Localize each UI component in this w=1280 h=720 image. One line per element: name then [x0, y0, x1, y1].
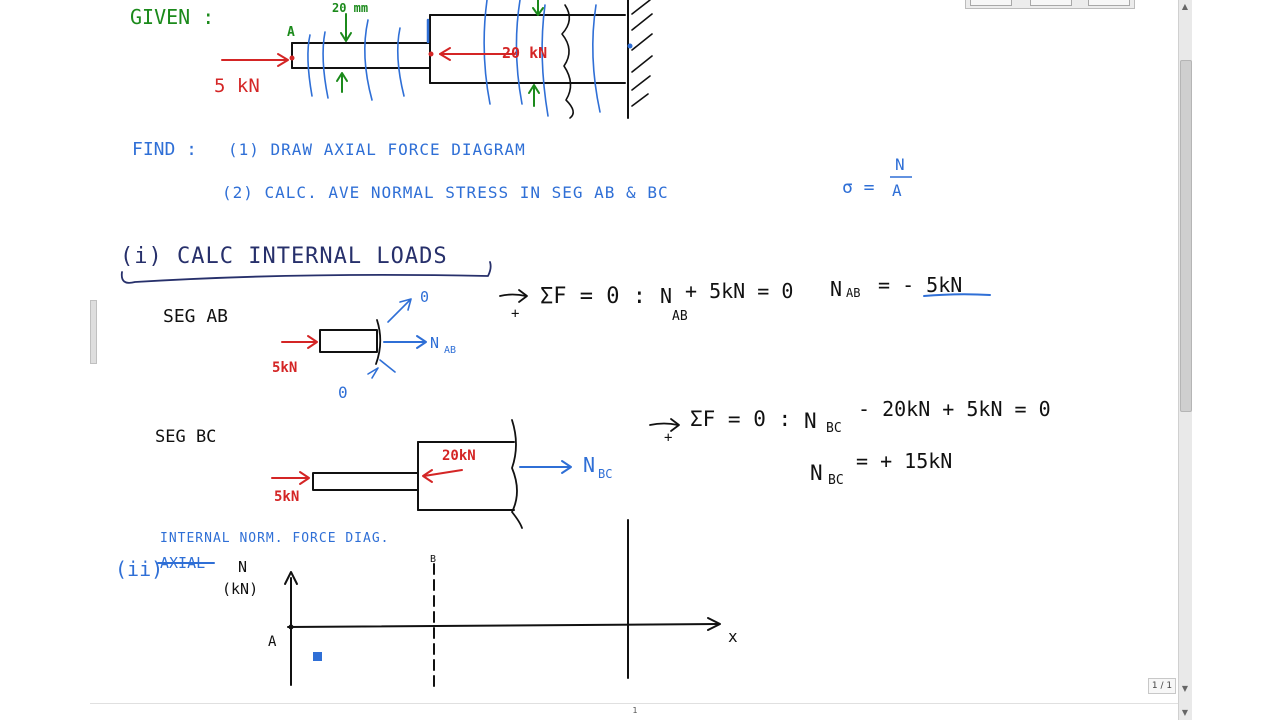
find-label: FIND :: [132, 139, 197, 160]
seg-ab-equation: ΣF = 0 :: [540, 284, 646, 309]
given-bar-diagram: [291, 0, 629, 119]
side-panel-handle[interactable]: [90, 300, 97, 364]
seg-bc-eq-rest: - 20kN + 5kN = 0: [858, 397, 1051, 421]
dimension-label: 20 mm: [332, 1, 368, 15]
part-2-numeral: (ii): [115, 557, 163, 581]
dimension-arrows: [336, 0, 544, 107]
seg-ab-eq-rest: + 5kN = 0: [685, 279, 793, 303]
document-page: [90, 0, 1178, 720]
find-item-1: (1) DRAW AXIAL FORCE DIAGRAM: [228, 140, 526, 159]
scrollbar-thumb[interactable]: [1180, 60, 1192, 412]
seg-ab-eq-n: N: [660, 284, 672, 308]
seg-bc-equation: ΣF = 0 :: [690, 407, 791, 431]
wall-hatching: [631, 0, 653, 107]
seg-ab-label: SEG AB: [163, 306, 228, 327]
seg-ab-eq-plus: +: [511, 306, 519, 322]
toolbar-button[interactable]: [1088, 0, 1130, 6]
seg-bc-eq-n: N: [804, 409, 817, 433]
part-2-struck-word: AXIAL: [160, 554, 205, 572]
handwritten-notes: GIVEN : A 20 mm 5 kN 20 kN FIND : (1) DR…: [115, 0, 1051, 691]
seg-bc-result-subscript: BC: [828, 473, 844, 488]
left-margin: [0, 0, 90, 720]
seg-bc-n-subscript: BC: [598, 467, 612, 481]
seg-bc-load-20kn: 20kN: [442, 448, 476, 464]
scroll-up-arrow-icon[interactable]: ▲: [1181, 2, 1189, 11]
seg-bc-eq-n-subscript: BC: [826, 421, 842, 436]
diagram-axis-n: N: [238, 558, 247, 576]
load-20kn-label: 20 kN: [502, 44, 547, 62]
moment-zero-2: 0: [338, 383, 348, 402]
stress-formula-numerator: N: [895, 155, 905, 174]
equation-arrows: [499, 289, 680, 432]
seg-bc-label: SEG BC: [155, 427, 216, 447]
seg-bc-eq-plus: +: [664, 430, 672, 446]
stress-formula-denominator: A: [892, 181, 902, 200]
heading-underline: [120, 261, 492, 284]
diagram-axis-unit: (kN): [222, 580, 258, 598]
point-a-label: A: [287, 25, 295, 40]
seg-bc-fbd: [271, 419, 572, 529]
part-1-heading: (i) CALC INTERNAL LOADS: [120, 244, 448, 269]
axial-force-axes: [284, 519, 721, 691]
cursor-marker: [313, 652, 322, 661]
load-5kn-label: 5 kN: [214, 75, 260, 97]
result-underline: [923, 293, 991, 297]
page-indicator: 1 / 1: [1148, 678, 1176, 694]
page-edge: [90, 703, 1178, 704]
seg-ab-eq-n-subscript: AB: [672, 309, 688, 324]
seg-ab-n-subscript: AB: [444, 345, 456, 356]
given-label: GIVEN :: [130, 5, 214, 29]
top-toolbar: [965, 0, 1135, 9]
seg-ab-result-value: = - 5kN: [878, 273, 962, 297]
given-loads: [221, 43, 633, 67]
diagram-point-b: B: [430, 554, 436, 565]
find-item-2: (2) CALC. AVE NORMAL STRESS IN SEG AB & …: [222, 183, 669, 202]
seg-bc-load-5kn: 5kN: [274, 489, 299, 505]
page-number: 1: [632, 706, 638, 715]
moment-zero-1: 0: [420, 288, 429, 306]
seg-ab-n-label: N: [430, 334, 439, 352]
toolbar-button[interactable]: [1030, 0, 1072, 6]
seg-ab-result-n: N: [830, 277, 842, 301]
seg-ab-result-subscript: AB: [846, 286, 860, 300]
toolbar-button[interactable]: [970, 0, 1012, 6]
seg-bc-result-n: N: [810, 461, 823, 485]
seg-bc-n-label: N: [583, 453, 595, 477]
scroll-down-arrow-icon[interactable]: ▼: [1181, 708, 1189, 717]
stress-formula-sigma: σ =: [842, 177, 875, 198]
seg-ab-fbd: [281, 298, 427, 379]
section-cut-lines: [307, 0, 601, 117]
diagram-point-a: A: [268, 634, 277, 650]
seg-bc-result-value: = + 15kN: [856, 449, 952, 473]
diagram-axis-x: x: [728, 627, 738, 646]
break-line: [561, 4, 574, 119]
seg-ab-load-label: 5kN: [272, 360, 297, 376]
part-2-heading: INTERNAL NORM. FORCE DIAG.: [160, 531, 390, 546]
scroll-down-arrow-icon[interactable]: ▼: [1181, 684, 1189, 693]
right-margin: [1192, 0, 1280, 720]
